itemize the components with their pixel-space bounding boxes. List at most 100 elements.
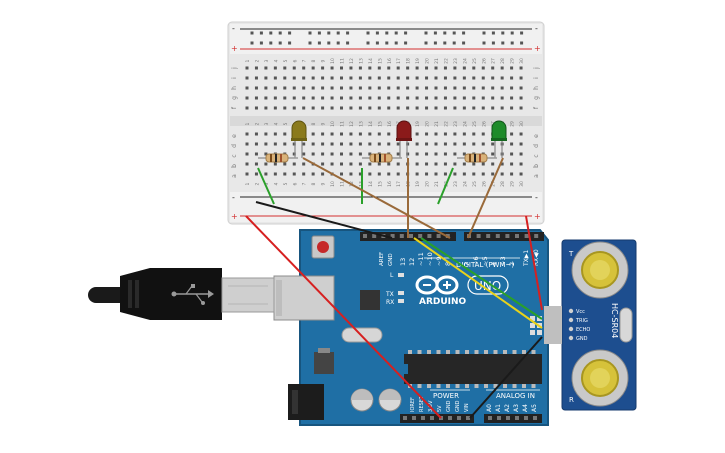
breadboard-hole[interactable] bbox=[283, 66, 287, 70]
breadboard-hole[interactable] bbox=[377, 162, 381, 166]
rail-hole[interactable] bbox=[404, 41, 408, 45]
breadboard-hole[interactable] bbox=[254, 106, 258, 110]
wire-green-sensor-trig[interactable] bbox=[420, 237, 543, 320]
rail-hole[interactable] bbox=[308, 31, 312, 35]
breadboard-hole[interactable] bbox=[462, 86, 466, 90]
breadboard-hole[interactable] bbox=[368, 132, 372, 136]
breadboard-hole[interactable] bbox=[425, 86, 429, 90]
breadboard-hole[interactable] bbox=[302, 162, 306, 166]
breadboard-hole[interactable] bbox=[472, 162, 476, 166]
rail-hole[interactable] bbox=[346, 41, 350, 45]
breadboard-hole[interactable] bbox=[500, 96, 504, 100]
rail-hole[interactable] bbox=[336, 41, 340, 45]
breadboard-hole[interactable] bbox=[434, 66, 438, 70]
breadboard-hole[interactable] bbox=[321, 76, 325, 80]
breadboard-hole[interactable] bbox=[377, 172, 381, 176]
breadboard-hole[interactable] bbox=[340, 96, 343, 100]
breadboard-hole[interactable] bbox=[273, 96, 277, 100]
breadboard-hole[interactable] bbox=[481, 162, 485, 166]
breadboard-hole[interactable] bbox=[425, 152, 429, 156]
breadboard-hole[interactable] bbox=[330, 86, 334, 90]
breadboard-hole[interactable] bbox=[330, 132, 334, 136]
breadboard-hole[interactable] bbox=[330, 152, 334, 156]
breadboard-hole[interactable] bbox=[519, 142, 523, 146]
breadboard-hole[interactable] bbox=[302, 96, 306, 100]
rail-hole[interactable] bbox=[462, 31, 466, 35]
wire-brown-led3[interactable] bbox=[467, 157, 504, 239]
header-pin[interactable] bbox=[409, 234, 413, 238]
rail-hole[interactable] bbox=[269, 31, 273, 35]
breadboard-hole[interactable] bbox=[434, 96, 438, 100]
breadboard-hole[interactable] bbox=[311, 172, 315, 176]
header-pin[interactable] bbox=[506, 416, 510, 420]
breadboard-hole[interactable] bbox=[425, 96, 429, 100]
resistor-1[interactable] bbox=[258, 153, 298, 163]
breadboard-hole[interactable] bbox=[481, 66, 485, 70]
breadboard-hole[interactable] bbox=[292, 172, 296, 176]
breadboard-hole[interactable] bbox=[387, 132, 391, 136]
rail-hole[interactable] bbox=[462, 41, 466, 45]
breadboard-hole[interactable] bbox=[387, 142, 391, 146]
breadboard-hole[interactable] bbox=[273, 142, 277, 146]
breadboard-hole[interactable] bbox=[273, 76, 277, 80]
breadboard-hole[interactable] bbox=[415, 66, 419, 70]
breadboard-hole[interactable] bbox=[443, 152, 447, 156]
header-pin[interactable] bbox=[466, 416, 470, 420]
wire-red-5v[interactable] bbox=[245, 215, 442, 419]
breadboard-hole[interactable] bbox=[302, 106, 306, 110]
breadboard-hole[interactable] bbox=[453, 106, 457, 110]
breadboard-hole[interactable] bbox=[254, 76, 258, 80]
breadboard-hole[interactable] bbox=[481, 142, 485, 146]
rail-hole[interactable] bbox=[433, 41, 437, 45]
breadboard-hole[interactable] bbox=[368, 96, 372, 100]
breadboard-hole[interactable] bbox=[491, 152, 495, 156]
breadboard-hole[interactable] bbox=[396, 152, 400, 156]
breadboard-hole[interactable] bbox=[283, 76, 287, 80]
rail-hole[interactable] bbox=[366, 41, 370, 45]
breadboard-hole[interactable] bbox=[396, 96, 400, 100]
led-red[interactable] bbox=[396, 120, 412, 158]
breadboard-hole[interactable] bbox=[387, 96, 391, 100]
breadboard-hole[interactable] bbox=[425, 142, 429, 146]
breadboard-hole[interactable] bbox=[283, 162, 287, 166]
breadboard-hole[interactable] bbox=[321, 132, 325, 136]
breadboard-hole[interactable] bbox=[321, 66, 325, 70]
breadboard-hole[interactable] bbox=[519, 106, 523, 110]
breadboard-hole[interactable] bbox=[462, 66, 466, 70]
breadboard-hole[interactable] bbox=[358, 66, 362, 70]
rail-hole[interactable] bbox=[424, 31, 428, 35]
rail-hole[interactable] bbox=[385, 41, 389, 45]
breadboard-hole[interactable] bbox=[264, 132, 268, 136]
breadboard-hole[interactable] bbox=[377, 142, 381, 146]
header-pin[interactable] bbox=[524, 416, 528, 420]
breadboard-hole[interactable] bbox=[254, 152, 258, 156]
rail-hole[interactable] bbox=[308, 41, 312, 45]
breadboard-hole[interactable] bbox=[245, 142, 249, 146]
breadboard-hole[interactable] bbox=[491, 96, 495, 100]
header-pin[interactable] bbox=[534, 234, 539, 238]
breadboard-hole[interactable] bbox=[462, 152, 466, 156]
breadboard-hole[interactable] bbox=[415, 152, 419, 156]
breadboard-hole[interactable] bbox=[472, 106, 476, 110]
jumper-green-1[interactable] bbox=[257, 167, 275, 205]
breadboard-hole[interactable] bbox=[519, 76, 523, 80]
breadboard-hole[interactable] bbox=[462, 76, 466, 80]
breadboard-hole[interactable] bbox=[434, 152, 438, 156]
rail-hole[interactable] bbox=[317, 41, 321, 45]
breadboard-hole[interactable] bbox=[443, 76, 447, 80]
breadboard-hole[interactable] bbox=[406, 76, 410, 80]
breadboard-hole[interactable] bbox=[500, 66, 504, 70]
breadboard-hole[interactable] bbox=[321, 172, 325, 176]
breadboard-hole[interactable] bbox=[368, 76, 372, 80]
rail-hole[interactable] bbox=[327, 41, 331, 45]
breadboard-hole[interactable] bbox=[491, 86, 495, 90]
breadboard-hole[interactable] bbox=[396, 86, 400, 90]
breadboard-hole[interactable] bbox=[387, 162, 391, 166]
breadboard-hole[interactable] bbox=[453, 96, 457, 100]
wire-black-sensor-gnd[interactable] bbox=[469, 336, 543, 419]
breadboard-hole[interactable] bbox=[472, 96, 476, 100]
rail-hole[interactable] bbox=[404, 31, 408, 35]
breadboard-hole[interactable] bbox=[245, 96, 249, 100]
breadboard-hole[interactable] bbox=[396, 66, 400, 70]
breadboard-hole[interactable] bbox=[443, 132, 447, 136]
